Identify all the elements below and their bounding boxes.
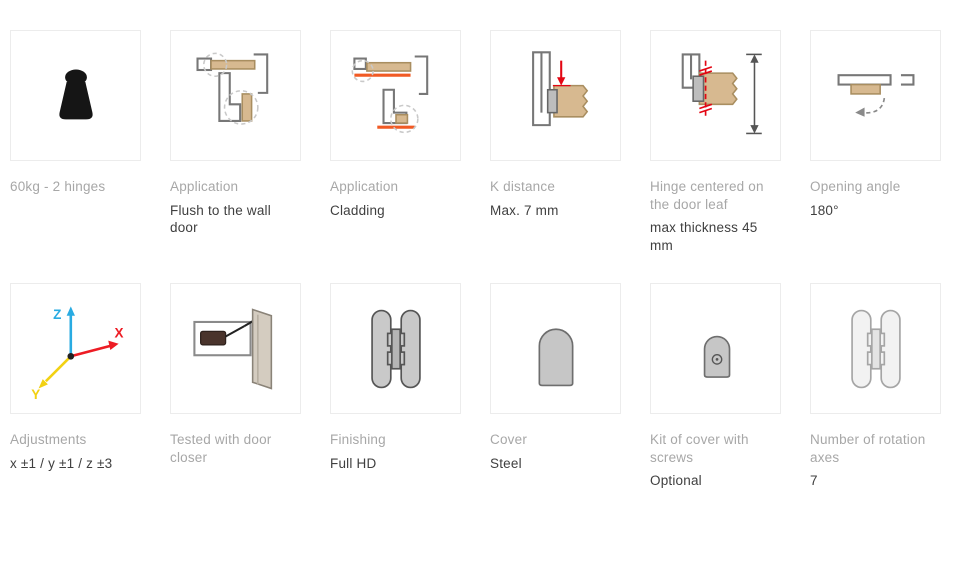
spec-value: Flush to the wall door — [170, 202, 271, 236]
spec-label: Hinge centered on the door leaf — [650, 179, 764, 212]
spec-label: Application — [330, 179, 399, 194]
spec-label: Finishing — [330, 432, 386, 447]
door-closer-icon — [192, 307, 272, 390]
spec-value: Cladding — [330, 202, 385, 218]
spec-tile-hinge-centered: Hinge centered on the door leaf max thic… — [650, 30, 781, 283]
hinge-axes-icon — [850, 309, 901, 388]
spec-label: Kit of cover with screws — [650, 432, 749, 465]
application-cladding-icon — [351, 54, 428, 133]
application-flush-icon — [195, 52, 268, 125]
spec-value: Max. 7 mm — [490, 202, 559, 218]
spec-label: Adjustments — [10, 432, 87, 447]
spec-grid: 60kg - 2 hinges Application Flush to the… — [10, 30, 962, 490]
cover-kit-icon — [703, 335, 730, 378]
spec-value: 7 — [810, 473, 818, 489]
spec-card — [810, 30, 941, 161]
axis-y-label: Y — [31, 386, 40, 400]
spec-tile-application-cladding: Application Cladding — [330, 30, 461, 283]
spec-card — [490, 283, 621, 414]
spec-card — [170, 30, 301, 161]
spec-tile-cover: Cover Steel — [490, 283, 621, 490]
opening-angle-icon — [837, 73, 914, 117]
spec-tile-cover-kit: Kit of cover with screws Optional — [650, 283, 781, 490]
spec-value: 180° — [810, 202, 839, 218]
spec-card — [650, 30, 781, 161]
spec-label: Cover — [490, 432, 528, 447]
spec-tile-door-closer: Tested with door closer — [170, 283, 301, 490]
spec-value: Full HD — [330, 455, 377, 471]
spec-label: Application — [170, 179, 239, 194]
spec-tile-weight: 60kg - 2 hinges — [10, 30, 141, 283]
spec-tile-finishing: Finishing Full HD — [330, 283, 461, 490]
spec-label: 60kg - 2 hinges — [10, 179, 106, 194]
k-distance-icon — [531, 50, 588, 126]
spec-tile-opening-angle: Opening angle 180° — [810, 30, 941, 283]
spec-value: x ±1 / y ±1 / z ±3 — [10, 455, 113, 471]
spec-tile-application-flush: Application Flush to the wall door — [170, 30, 301, 283]
spec-label: K distance — [490, 179, 556, 194]
spec-value: Steel — [490, 455, 522, 471]
spec-tile-adjustments: Z X Y Adjustments x ±1 / y ±1 / z ±3 — [10, 283, 141, 490]
spec-card — [810, 283, 941, 414]
axis-x-label: X — [114, 325, 123, 340]
spec-value: max thickness 45 mm — [650, 220, 758, 253]
spec-card — [330, 283, 461, 414]
spec-label: Tested with door closer — [170, 432, 272, 465]
hinge-steel-icon — [370, 309, 421, 388]
hinge-centered-icon — [681, 52, 762, 134]
spec-tile-k-distance: K distance Max. 7 mm — [490, 30, 621, 283]
adjustment-axes-icon: Z X Y — [31, 305, 123, 401]
spec-card — [650, 283, 781, 414]
spec-card — [330, 30, 461, 161]
spec-label: Number of rotation axes — [810, 432, 926, 465]
spec-card: Z X Y — [10, 283, 141, 414]
axis-z-label: Z — [53, 306, 61, 321]
weight-icon — [58, 68, 93, 119]
cover-icon — [538, 327, 573, 386]
spec-card — [490, 30, 621, 161]
spec-card — [10, 30, 141, 161]
spec-value: Optional — [650, 473, 702, 489]
spec-label: Opening angle — [810, 179, 901, 194]
spec-card — [170, 283, 301, 414]
spec-tile-rotation-axes: Number of rotation axes 7 — [810, 283, 941, 490]
